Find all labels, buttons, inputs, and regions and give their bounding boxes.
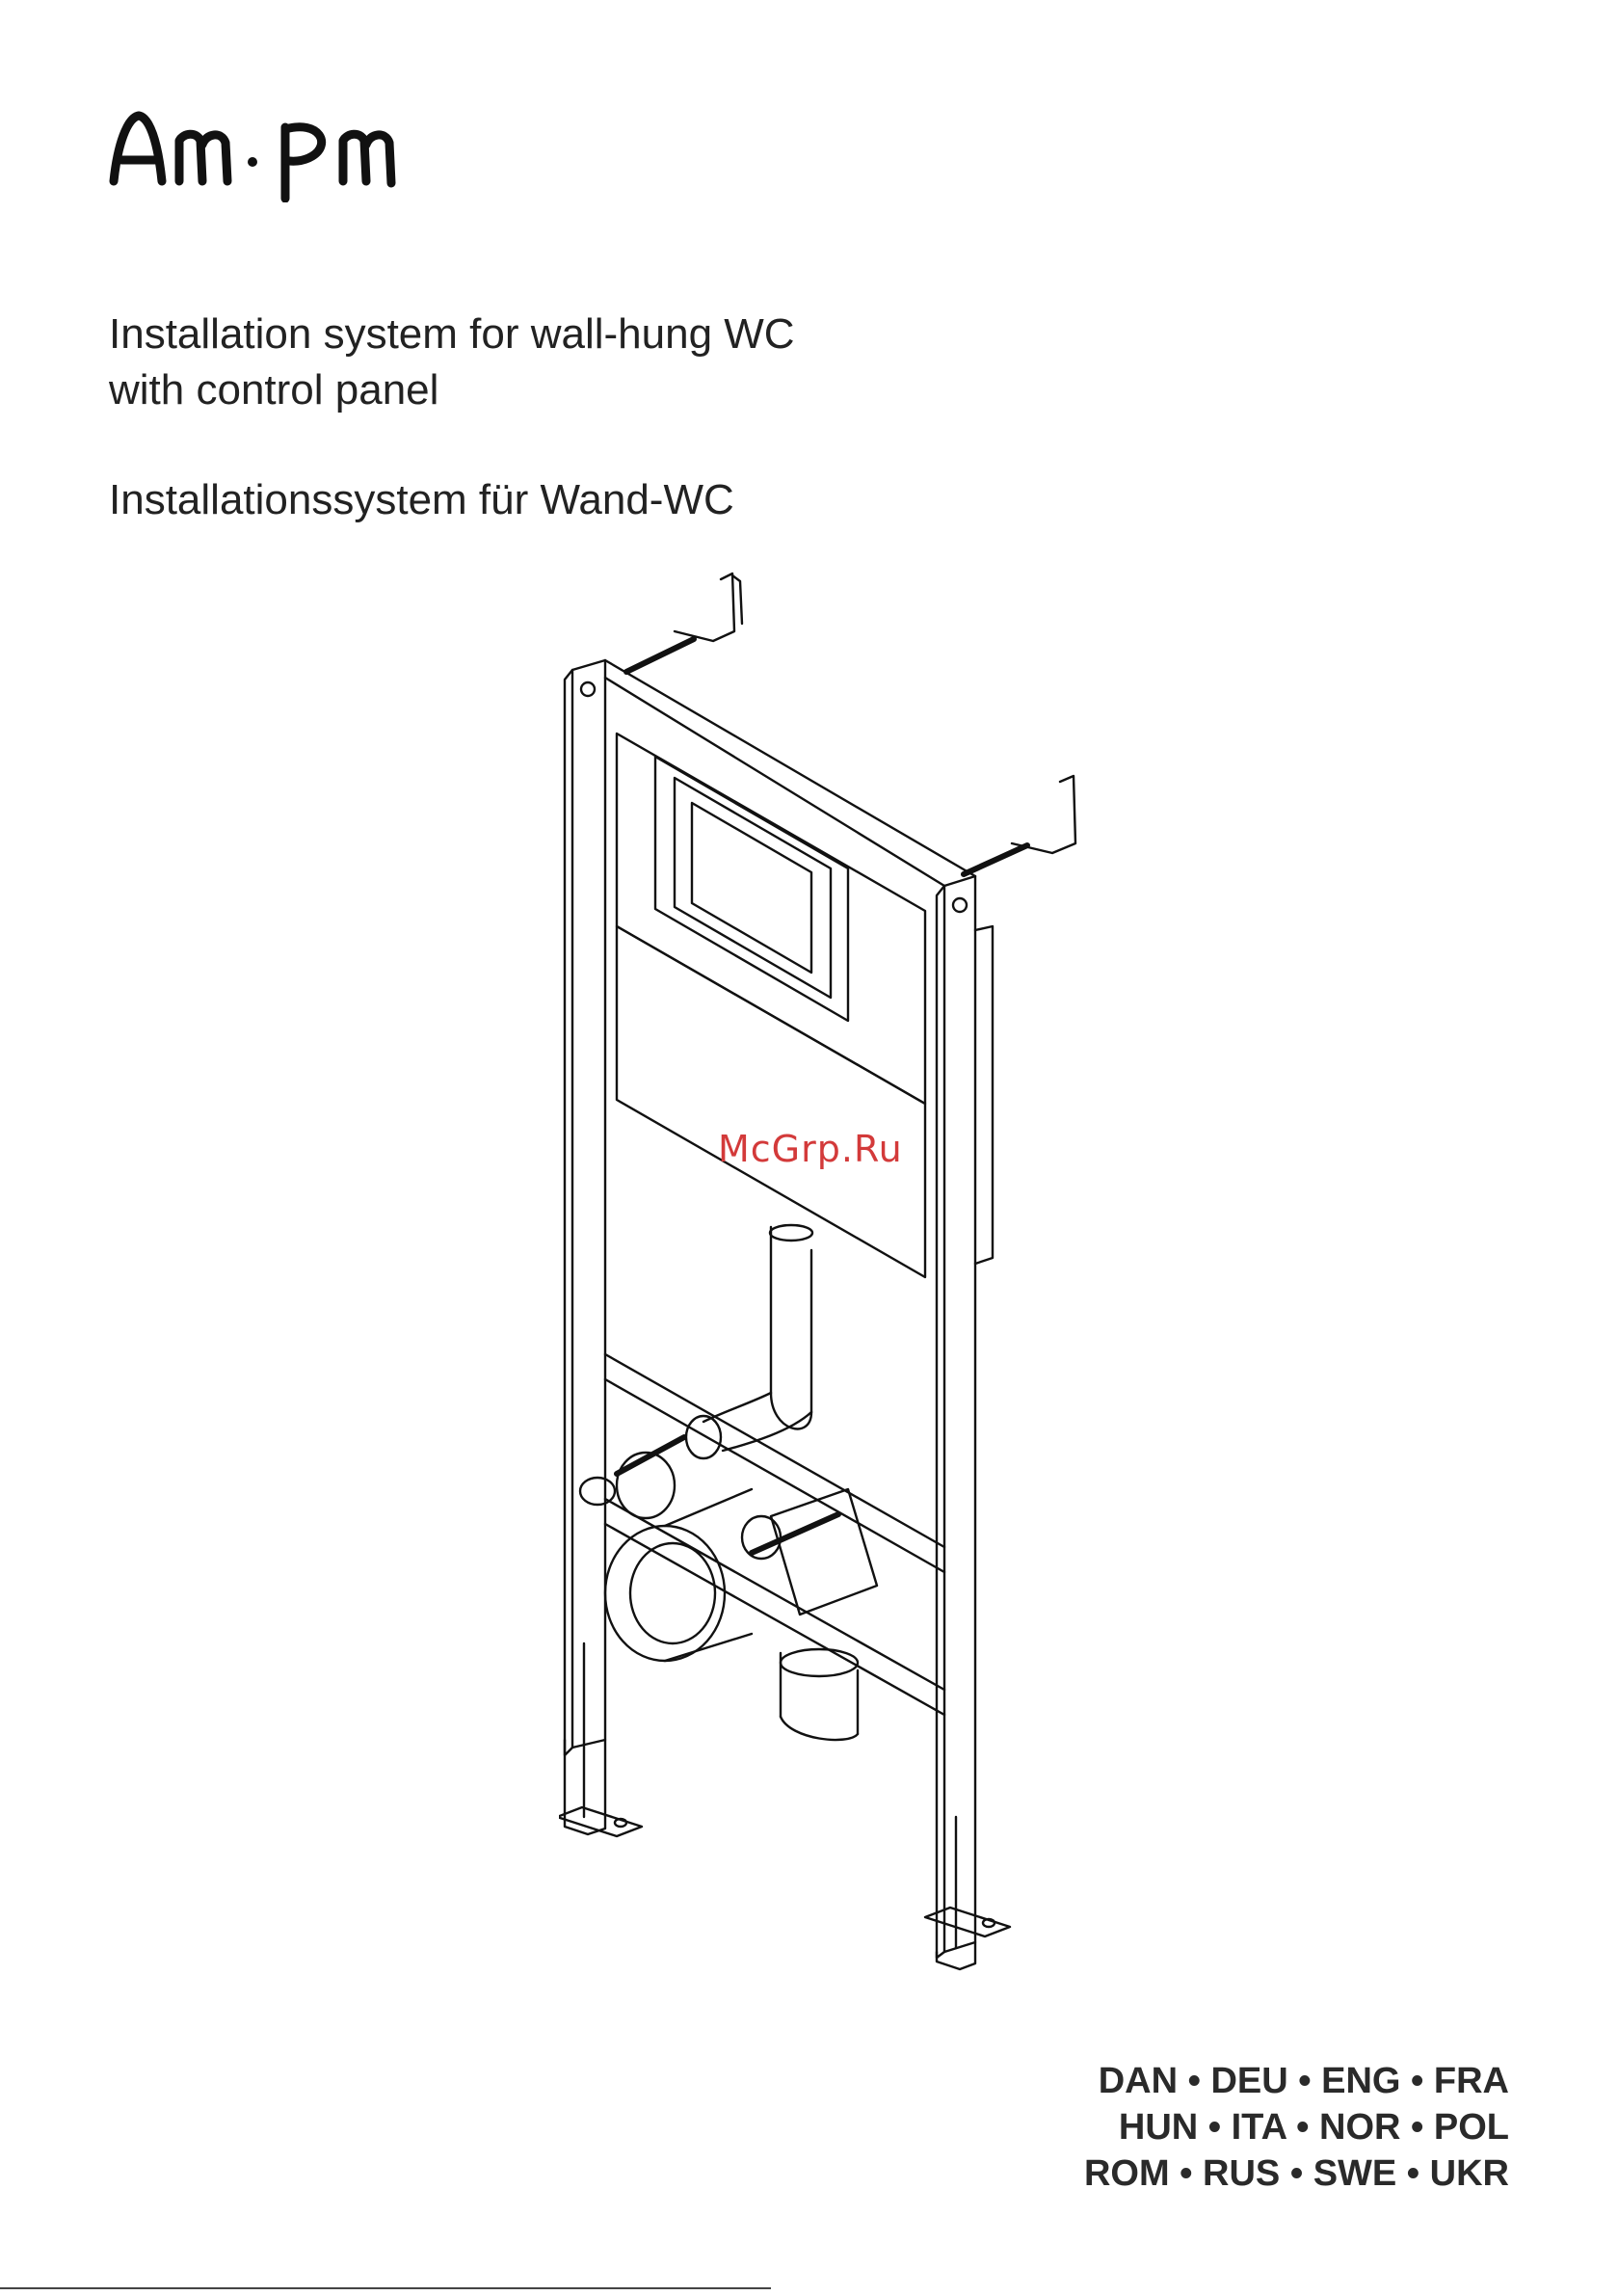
language-line-2: HUN • ITA • NOR • POL xyxy=(1084,2104,1509,2150)
brand-logo xyxy=(106,106,472,202)
installation-frame-illustration xyxy=(559,564,1099,1971)
title-english-line1: Installation system for wall-hung WC xyxy=(109,307,976,362)
document-titles: Installation system for wall-hung WC wit… xyxy=(109,307,976,528)
language-line-1: DAN • DEU • ENG • FRA xyxy=(1084,2058,1509,2104)
language-list: DAN • DEU • ENG • FRA HUN • ITA • NOR • … xyxy=(1084,2058,1509,2197)
language-line-3: ROM • RUS • SWE • UKR xyxy=(1084,2150,1509,2197)
watermark: McGrp.Ru xyxy=(718,1128,903,1170)
bottom-divider xyxy=(0,2287,771,2289)
title-english-line2: with control panel xyxy=(109,362,976,418)
title-german: Installationssystem für Wand-WC xyxy=(109,472,976,528)
